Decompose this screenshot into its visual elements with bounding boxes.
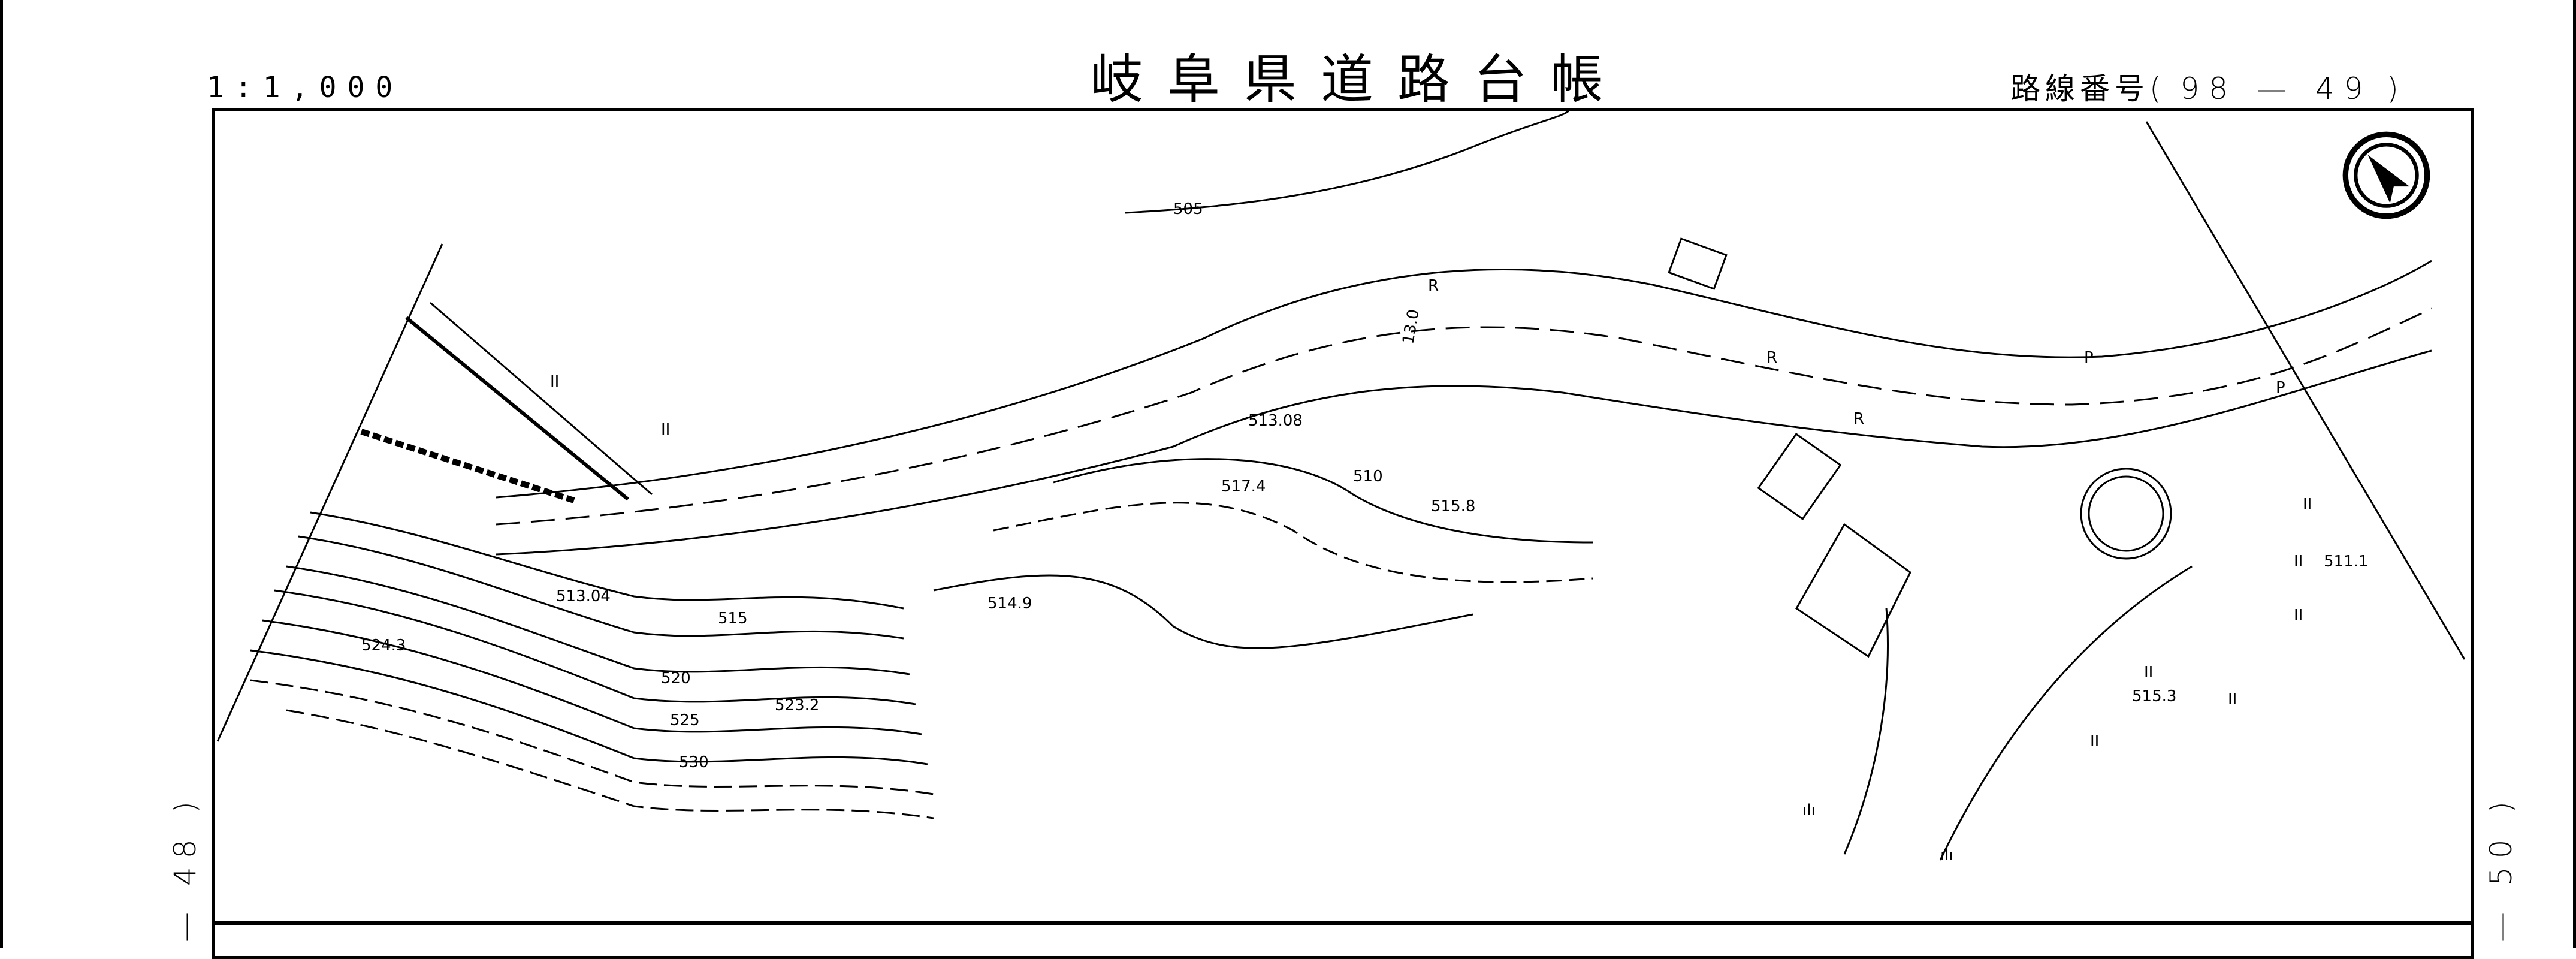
road-edge-north [496,260,2432,499]
cut-line-left [216,243,443,742]
road-width-label: 13.0 [1399,308,1423,345]
land-use-symbol: II [550,373,559,391]
retaining-wall-diagonal [405,316,629,501]
branch-road-west [1843,608,1889,855]
adjacent-sheet-right-label: — 50 ) [2484,793,2518,942]
building [1795,523,1911,658]
road-map-plan: 505 510 515 520 525 530 513.08 517.4 515… [216,111,2466,864]
contour-center-2 [993,502,1593,583]
road-mark: R [1853,410,1864,428]
spot-elevation: 511.1 [2324,553,2368,571]
roundabout-outer [2080,468,2172,560]
contour-505 [1125,111,1570,214]
contour-label: 525 [670,711,700,729]
building [1757,433,1842,520]
contour-label: 510 [1353,468,1383,485]
branch-road-east [1939,565,2193,861]
spot-elevation: 523.2 [775,696,819,714]
building [1668,237,1728,290]
retaining-wall-diagonal-2 [430,301,653,496]
road-mark: R [1766,349,1777,367]
north-arrow-icon [2342,131,2430,219]
road-edge-south [496,349,2432,556]
road-centerline [496,307,2432,526]
spot-elevation: 513.04 [556,587,611,605]
road-mark: R [1428,277,1439,295]
contour-label: 505 [1173,200,1203,218]
land-use-symbol: II [2228,690,2237,708]
retaining-wall-left [360,429,575,503]
spot-elevation: 515.8 [1431,497,1475,515]
map-labels: 505 510 515 520 525 530 513.08 517.4 515… [361,200,2368,864]
route-number-value: 98 — 49 [2180,71,2373,106]
land-use-symbol: II [2294,607,2303,625]
contour-lines-hillside [250,511,934,819]
contour-label: 530 [679,753,709,771]
contour-center-3 [933,574,1473,649]
scale-label: 1:1,000 [207,71,404,104]
contour-510 [1053,458,1593,544]
map-bottom-rule [215,921,2471,925]
land-use-symbol: II [2090,732,2099,750]
cut-line-right [2145,121,2466,660]
road-mark: P [2084,349,2094,367]
spot-elevation: 515.3 [2132,687,2176,705]
page-border-right [2573,0,2576,948]
spot-elevation: 514.9 [987,595,1032,613]
roundabout-inner [2088,475,2164,552]
contour-label: 515 [718,610,748,628]
sheet-title: 岐阜県道路台帳 [1091,49,1628,110]
spot-elevation: 524.3 [361,637,406,655]
contour-label: 520 [661,670,691,687]
land-use-symbol: II [2144,664,2153,681]
road-mark: P [2276,379,2285,397]
page-border-left [0,0,3,948]
land-use-symbol: II [2294,553,2303,571]
land-use-symbol: II [661,421,670,439]
land-use-symbol: ılı [1940,846,1953,864]
route-number: 路線番号( 98 — 49 ) [2010,65,2403,108]
route-close-paren: ) [2387,71,2403,106]
land-use-symbol: ılı [1802,801,1816,819]
land-use-symbol: II [2303,496,2312,514]
spot-elevation: 517.4 [1221,478,1266,496]
route-open-paren: ( [2149,71,2166,106]
adjacent-sheet-left-label: — 48 ) [168,793,203,942]
spot-elevation: 513.08 [1248,412,1303,430]
route-number-label: 路線番号 [2010,71,2149,106]
